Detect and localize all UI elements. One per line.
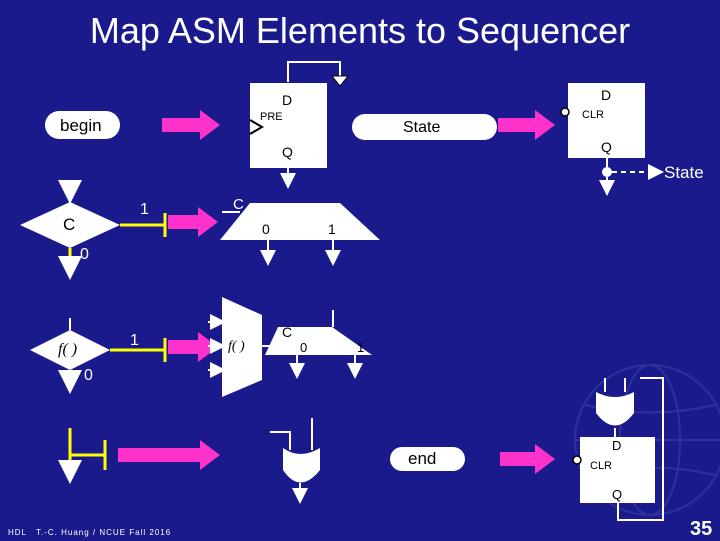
page-number: 35 [690, 518, 713, 540]
ff2-d-label: D [601, 87, 612, 103]
ff3-or-gate [596, 392, 634, 426]
ff2-box [568, 83, 645, 158]
decision-c-label: C [63, 215, 76, 234]
ff3-d-label: D [612, 438, 622, 453]
ff1-d-label: D [282, 92, 293, 108]
decision-f-false-label: 0 [84, 367, 93, 384]
arrow-f-to-mux [168, 332, 218, 362]
arrow-c-to-demux [168, 207, 218, 237]
demux1-out1-label: 1 [328, 221, 336, 237]
ff3-box [580, 437, 655, 503]
state-box [352, 114, 497, 140]
demux1-sel-label: C [233, 196, 244, 213]
footer-author: T.-C. Huang / NCUE Fall 2016 [36, 528, 172, 537]
demux2-out0-label: 0 [300, 340, 308, 355]
ff3-input-wire [604, 378, 626, 392]
demux2-sel-label: C [282, 324, 293, 340]
slide-title: Map ASM Elements to Sequencer [89, 10, 631, 51]
ff2-clk-bubble [560, 107, 570, 117]
demux1-out0-label: 0 [262, 221, 270, 237]
ff2-q-label: Q [601, 139, 612, 155]
ff1-q-label: Q [282, 144, 293, 160]
decision-f-diamond [30, 330, 110, 370]
arrow-converge-to-or [118, 440, 220, 470]
demux2-out1-label: 1 [357, 340, 365, 355]
decision-f-label: f( ) [58, 341, 78, 358]
mapping-arrows [118, 110, 555, 474]
or-gate [283, 448, 320, 483]
decision-f-true-label: 1 [130, 332, 139, 349]
ff2-out-dot [602, 167, 612, 177]
ff1-box [250, 83, 327, 168]
begin-label: begin [60, 116, 102, 135]
arrow-end-to-ff [500, 444, 555, 474]
state-box-label: State [403, 119, 441, 136]
ff3-clr-label: CLR [590, 460, 613, 472]
mux-f-label: f( ) [228, 339, 245, 354]
decision-c-true-label: 1 [140, 201, 149, 218]
mux-shape [222, 297, 262, 397]
or-gate-wire-left [270, 431, 291, 450]
ff1-pre-label: PRE [260, 111, 283, 123]
demux2-shape [265, 327, 372, 355]
ff1-feedback-wire [287, 61, 341, 82]
end-state-box [390, 447, 465, 471]
begin-state-box [45, 111, 120, 139]
decision-c-false-label: 0 [80, 246, 89, 263]
ff3-feedback-wire [617, 377, 664, 521]
state-out-label: State [664, 163, 704, 182]
ff3-clk-bubble [572, 455, 582, 465]
arrow-begin-to-ff [162, 110, 220, 140]
ff3-q-label: Q [612, 487, 623, 502]
end-label: end [408, 449, 437, 468]
footer-course: HDL [8, 528, 28, 537]
ff1-feedback-arrowhead [330, 75, 350, 87]
ff1-clock-mark [249, 119, 264, 135]
decision-c-diamond [20, 202, 120, 248]
ff2-clr-label: CLR [582, 109, 605, 121]
demux1-shape [220, 203, 380, 240]
arrow-state-to-ff [498, 110, 555, 140]
